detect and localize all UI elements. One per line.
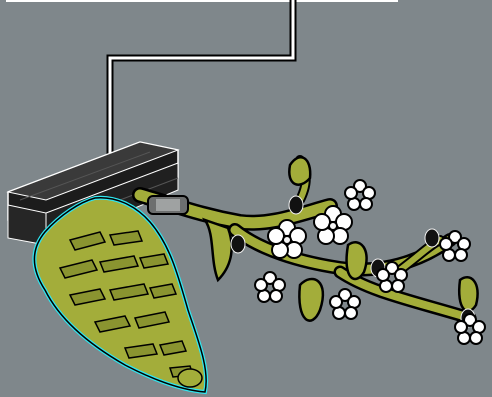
tooltip-pointer-line bbox=[110, 0, 293, 165]
vine-connector-pipe bbox=[148, 196, 188, 214]
flower-3 bbox=[345, 180, 375, 210]
flower-6 bbox=[255, 272, 285, 302]
seed-pod-tip bbox=[178, 369, 202, 387]
flower-7 bbox=[330, 289, 360, 319]
seed-pod[interactable] bbox=[34, 198, 206, 392]
